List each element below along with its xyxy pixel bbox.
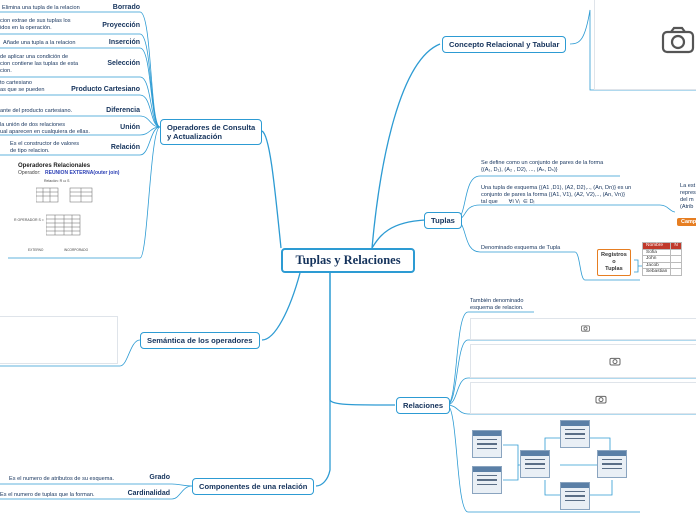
sketch-rel-label: Relación: R ⟗ S <box>44 179 70 183</box>
operador-insercion[interactable]: Inserción <box>108 39 140 46</box>
sketch-operator-value: REUNION EXTERNA(outer join) <box>45 170 120 176</box>
connector-relaciones <box>329 273 396 406</box>
camera-icon <box>661 25 695 55</box>
sketch-foot-2: INCORPORADO <box>64 248 89 252</box>
central-topic[interactable]: Tuplas y Relaciones <box>281 248 415 273</box>
connector-rel-img1 <box>446 339 696 406</box>
er-entity-window <box>560 420 590 448</box>
er-entity-window <box>472 430 502 458</box>
camera-icon <box>595 394 607 404</box>
operador-producto-cartesiano[interactable]: Producto Cartesiano <box>71 86 140 93</box>
connector-producto <box>0 94 161 128</box>
er-link-7 <box>590 480 613 496</box>
sketch-table-result <box>46 214 81 236</box>
operador-insercion-desc: Añade una tupla a la relacion <box>3 40 76 46</box>
componente-cardinalidad-desc: Es el numero de tuplas que la forman. <box>0 492 95 498</box>
relaciones-note: También denominado esquema de relacion. <box>470 298 524 311</box>
operador-relacion[interactable]: Relación <box>110 144 140 151</box>
operador-proyeccion[interactable]: Proyección <box>102 22 140 29</box>
connector-tupla-def3 <box>454 219 640 281</box>
semantica-content-box <box>0 316 118 364</box>
connector-semantica <box>261 272 301 341</box>
relaciones-image-1 <box>470 318 696 340</box>
connector-relacion <box>0 126 161 156</box>
connector-concepto <box>371 43 441 249</box>
er-entity-window <box>560 482 590 510</box>
er-link-2 <box>503 465 519 481</box>
er-link-6 <box>544 480 560 496</box>
connector-cardinalidad <box>0 485 193 500</box>
componente-grado-desc: Es el numero de atributos de su esquema. <box>9 476 115 482</box>
connector-semantica-box <box>0 339 141 367</box>
connector-seleccion <box>0 76 161 128</box>
relaciones-image-2 <box>470 344 696 378</box>
table-cell: Sebastian <box>641 268 672 276</box>
operador-producto-desc: to cartesiano as que se pueden <box>0 80 45 93</box>
sketch-rel2-label: R OPERADOR S = <box>14 218 44 222</box>
operadores-sketch-image: Operadores Relacionales Operador: REUNIO… <box>10 160 140 256</box>
connector-diferencia <box>0 115 161 128</box>
topic-semantica[interactable]: Semántica de los operadores <box>140 332 260 350</box>
connector-union <box>0 126 161 136</box>
connector-grado <box>0 483 193 487</box>
tuplas-definition-1: Se define como un conjunto de pares de l… <box>481 160 604 173</box>
operador-seleccion[interactable]: Selección <box>107 60 140 67</box>
concepto-image-placeholder <box>594 0 696 90</box>
table-cell <box>670 268 682 276</box>
connector-operadores <box>261 130 282 249</box>
connector-rel-img3 <box>446 404 696 415</box>
sketch-foot-1: EXTERNO <box>28 248 44 252</box>
camera-icon <box>609 356 621 366</box>
topic-concepto-relacional[interactable]: Concepto Relacional y Tabular <box>442 36 567 54</box>
operador-union[interactable]: Unión <box>120 124 140 131</box>
connector-concepto-image <box>569 9 696 91</box>
campo-label: Camp <box>677 218 696 226</box>
relaciones-image-3 <box>470 382 696 414</box>
operador-diferencia[interactable]: Diferencia <box>106 107 140 114</box>
connector-sketch <box>8 126 161 259</box>
er-link-3 <box>544 437 560 450</box>
tuplas-definition-2: Una tupla de esquema {(A1 ,D1), (A2, D2)… <box>481 185 632 205</box>
topic-tuplas[interactable]: Tuplas <box>424 212 462 230</box>
operador-union-desc: la unión de dos relaciones ual aparecen … <box>0 122 90 135</box>
er-link-4 <box>590 437 611 450</box>
er-entity-window <box>597 450 627 478</box>
sketch-title: Operadores Relacionales <box>18 163 91 169</box>
topic-relaciones[interactable]: Relaciones <box>396 397 451 415</box>
connector-tupla-def2 <box>454 204 676 221</box>
componente-grado[interactable]: Grado <box>149 474 170 481</box>
sketch-tables-top <box>36 187 93 203</box>
topic-operadores[interactable]: Operadores de Consulta y Actualización <box>160 119 263 146</box>
operador-proyeccion-desc: cion extrae de sus tuplas los idos en la… <box>0 18 71 31</box>
er-entity-window <box>520 450 550 478</box>
componente-cardinalidad[interactable]: Cardinalidad <box>127 490 170 497</box>
operador-borrado-desc: Elimina una tupla de la relacion <box>2 5 80 11</box>
registros-label: Registros o Tuplas <box>597 249 631 276</box>
connector-insercion <box>0 47 161 128</box>
operador-seleccion-desc: de aplicar una condición de cion contien… <box>0 54 79 74</box>
tuplas-definition-3: Denominado esquema de Tupla <box>481 245 561 251</box>
tuplas-side-note: La est repres del m (Atrib <box>680 183 696 210</box>
registros-brace <box>634 259 642 273</box>
connector-tuplas <box>371 219 426 249</box>
er-entity-window <box>472 466 502 494</box>
operador-diferencia-desc: ante del producto cartesiano. <box>0 108 73 114</box>
sketch-operator-label: Operador: <box>18 170 41 176</box>
connector-componentes <box>315 273 331 487</box>
topic-componentes[interactable]: Componentes de una relación <box>192 478 315 496</box>
camera-icon <box>581 324 590 332</box>
operador-relacion-desc: Es el constructor de valores de tipo rel… <box>10 141 80 154</box>
operador-borrado[interactable]: Borrado <box>112 4 140 11</box>
